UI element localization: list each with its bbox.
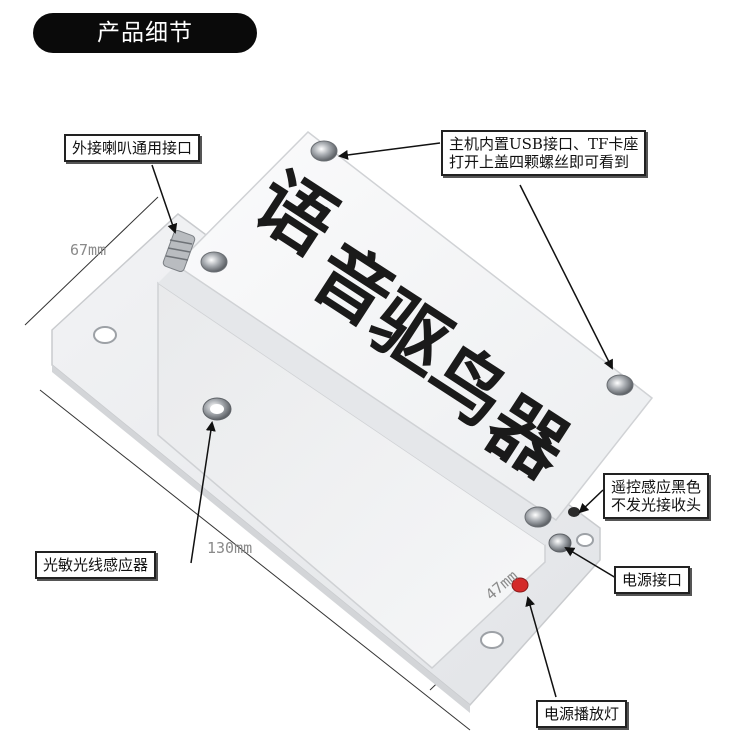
section-title-pill: 产品细节: [33, 13, 257, 53]
enclosure-side: [157, 265, 556, 670]
callout-speaker-port-text: 外接喇叭通用接口: [72, 139, 193, 157]
led-dot: [511, 577, 529, 593]
section-title: 产品细节: [97, 20, 193, 46]
callout-leaders: [151, 142, 617, 698]
speaker-connector: [162, 230, 196, 272]
callout-remote-line1: 遥控感应黑色: [611, 478, 702, 496]
light-sensor-lens: [202, 397, 232, 421]
callout-usb-tf-line1: 主机内置USB接口、TF卡座: [449, 135, 639, 153]
callout-speaker-port: 外接喇叭通用接口: [64, 134, 201, 162]
callout-light-sensor: 光敏光线感应器: [35, 551, 157, 579]
remote-receiver: [568, 507, 580, 517]
callout-light-sensor-text: 光敏光线感应器: [43, 556, 149, 574]
lid-screws: [200, 140, 634, 528]
dimension-length-label: 130mm: [207, 539, 253, 557]
power-led: [511, 577, 529, 593]
callout-remote-receiver: 遥控感应黑色 不发光接收头: [603, 473, 710, 519]
callout-usb-tf-line2: 打开上盖四颗螺丝即可看到: [449, 153, 630, 171]
callout-power-led: 电源播放灯: [536, 700, 628, 728]
mounting-holes: [93, 326, 594, 649]
enclosure-lid: [174, 131, 654, 522]
callout-remote-line2: 不发光接收头: [611, 496, 702, 514]
callout-usb-tf: 主机内置USB接口、TF卡座 打开上盖四颗螺丝即可看到: [441, 130, 647, 176]
callout-power-port: 电源接口: [614, 566, 691, 594]
dimension-depth-label: 67mm: [70, 241, 107, 259]
callout-power-port-text: 电源接口: [622, 571, 683, 589]
callout-power-led-text: 电源播放灯: [544, 705, 620, 723]
